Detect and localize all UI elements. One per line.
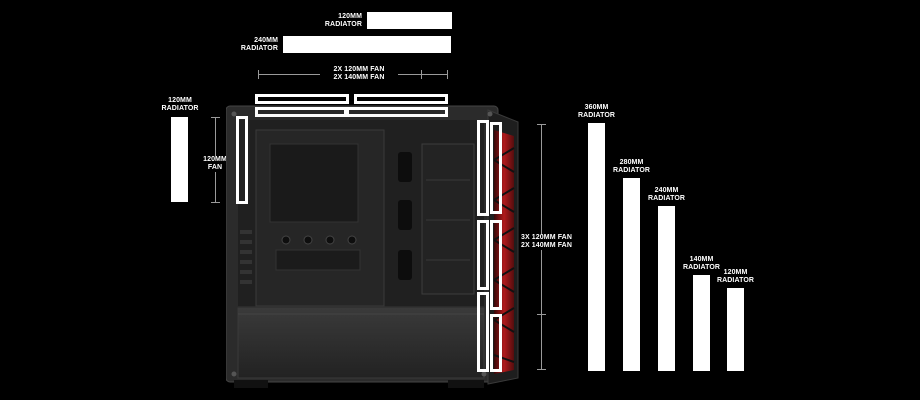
top-fan-slot-4	[344, 107, 448, 117]
top-fan-dimension-tick-left	[258, 70, 259, 79]
top-radiator-240-bar	[283, 36, 451, 53]
front-fan-slot-2	[490, 122, 502, 214]
rear-radiator-120-bar	[171, 117, 188, 202]
rear-fan-slot	[236, 116, 248, 204]
top-fan-slot-2	[354, 94, 448, 104]
front-radiator-bar	[727, 288, 744, 371]
front-radiator-label: 240MM RADIATOR	[647, 187, 686, 202]
front-fan-slot-3	[477, 220, 489, 290]
front-radiator-bar	[693, 275, 710, 371]
top-fan-slot-1	[255, 94, 349, 104]
rear-radiator-120-label: 120MM RADIATOR	[161, 97, 199, 112]
top-radiator-240-label: 240MM RADIATOR	[240, 37, 278, 52]
front-radiator-label: 280MM RADIATOR	[612, 159, 651, 174]
top-radiator-120-bar	[367, 12, 452, 29]
front-radiator-label: 140MM RADIATOR	[682, 256, 721, 271]
front-radiator-bar	[658, 206, 675, 371]
front-radiator-label: 120MM RADIATOR	[716, 269, 755, 284]
top-fan-dimension-tick-mid	[421, 70, 422, 79]
front-radiator-bar	[588, 123, 605, 371]
top-fan-label: 2X 120MM FAN 2X 140MM FAN	[320, 66, 398, 82]
front-fan-dimension-tick-bottom	[537, 369, 546, 370]
front-fan-slot-5	[477, 292, 489, 372]
front-radiator-label: 360MM RADIATOR	[577, 104, 616, 119]
front-fan-slot-1	[477, 120, 489, 216]
front-fan-label: 3X 120MM FAN 2X 140MM FAN	[521, 234, 572, 250]
front-fan-dimension-tick-top	[537, 124, 546, 125]
front-fan-slot-6	[490, 314, 502, 372]
rear-fan-dimension-tick-bottom	[211, 202, 220, 203]
front-fan-slot-4	[490, 220, 502, 310]
top-radiator-120-label: 120MM RADIATOR	[324, 13, 362, 28]
top-fan-slot-3	[255, 107, 349, 117]
front-radiator-bar	[623, 178, 640, 371]
pc-case-illustration	[226, 105, 519, 388]
front-fan-dimension-tick-mid	[537, 314, 546, 315]
rear-fan-dimension-tick-top	[211, 117, 220, 118]
rear-fan-label: 120MM FAN	[196, 156, 234, 172]
top-fan-dimension-tick-right	[447, 70, 448, 79]
